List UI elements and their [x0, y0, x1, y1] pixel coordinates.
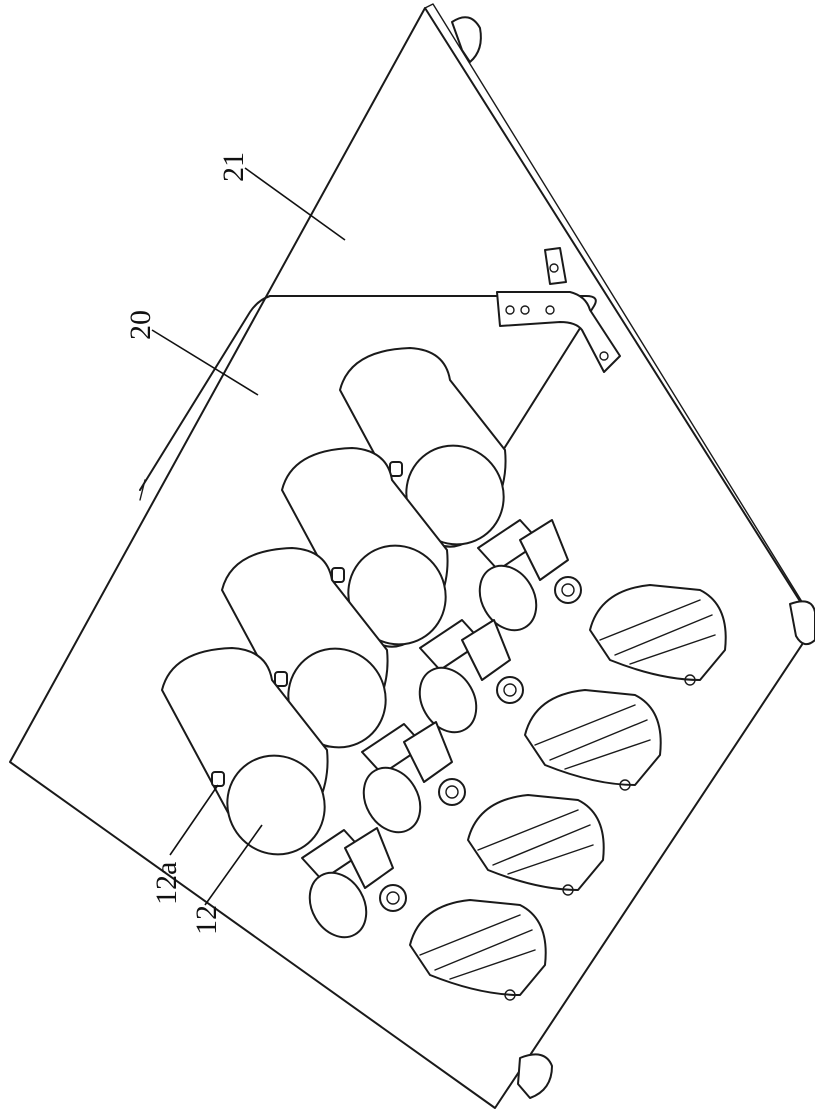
bracket — [497, 248, 620, 372]
label-12a: 12a — [150, 862, 183, 905]
cup-holder-1 — [590, 585, 726, 685]
foot-top — [452, 17, 481, 62]
cup-holder-3 — [468, 795, 604, 895]
label-20: 20 — [124, 310, 157, 340]
label-12: 12 — [190, 905, 223, 935]
foot-right — [790, 601, 815, 644]
leader-12a — [170, 785, 218, 855]
cup-holder-4 — [410, 900, 546, 1000]
foot-bottom — [518, 1054, 552, 1098]
leader-12 — [205, 825, 262, 905]
label-21: 21 — [217, 152, 250, 182]
cup-holder-2 — [525, 690, 661, 790]
